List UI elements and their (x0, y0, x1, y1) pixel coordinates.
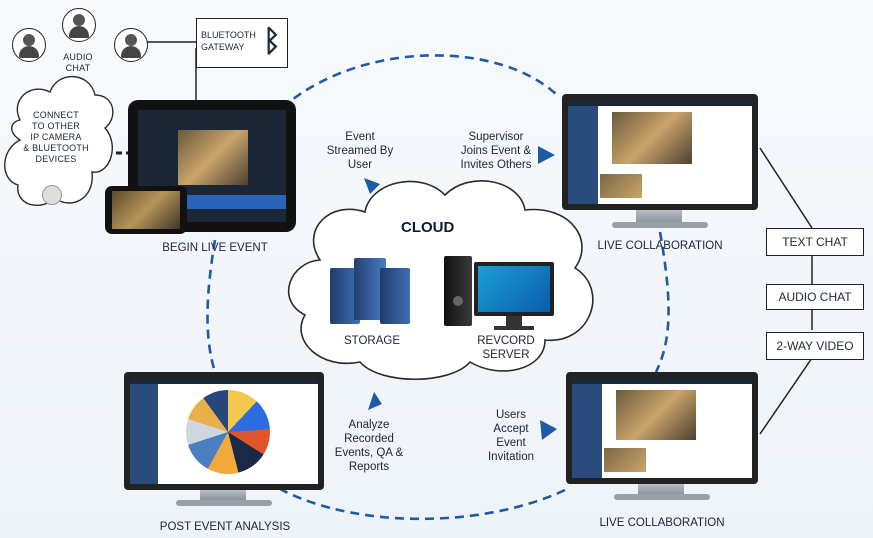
cloud-title: CLOUD (401, 219, 455, 236)
audio-chat-label: AUDIO CHAT (63, 52, 93, 73)
monitor-stand-left (200, 490, 246, 500)
arrow-supervisor (538, 146, 555, 164)
bluetooth-icon: ᛒ (263, 25, 281, 58)
storage-label: STORAGE (343, 335, 401, 347)
text-chat-label: TEXT CHAT (782, 235, 848, 249)
device-cloud (4, 75, 114, 206)
live-collab-top-label: LIVE COLLABORATION (597, 240, 723, 252)
server-monitor-icon (474, 262, 554, 316)
monitor-live-collab-bottom (566, 372, 758, 484)
phone-device (105, 186, 187, 234)
dashed-flow-right (654, 231, 670, 373)
dashed-flow-left (206, 239, 217, 373)
monitor-stand-top (636, 210, 682, 222)
person-avatar-center (62, 8, 96, 42)
monitor-stand-bottom (638, 484, 684, 494)
revcord-server-label: REVCORD SERVER (477, 335, 535, 361)
monitor-post-event (124, 372, 324, 490)
live-collab-bottom-label: LIVE COLLABORATION (599, 517, 725, 529)
users-accept-label: Users Accept Event Invitation (487, 409, 535, 463)
audio-chat-feature-label: AUDIO CHAT (778, 290, 852, 304)
supervisor-joins-label: Supervisor Joins Event & Invites Others (460, 131, 532, 171)
arrow-users (540, 420, 557, 440)
dashed-flow-bottom (264, 478, 566, 521)
begin-live-event-label: BEGIN LIVE EVENT (162, 242, 268, 254)
arrow-analyze (368, 392, 382, 410)
ip-camera-icon (42, 185, 62, 205)
monitor-live-collab-top (562, 94, 758, 210)
bluetooth-gateway-box: BLUETOOTH GATEWAY ᛒ (196, 18, 288, 68)
server-tower-icon (444, 256, 472, 326)
text-chat-box: TEXT CHAT (766, 228, 864, 256)
storage-icon (330, 258, 414, 328)
arrow-stream (364, 178, 380, 194)
audio-chat-box: AUDIO CHAT (766, 284, 864, 310)
bluetooth-gateway-label: BLUETOOTH GATEWAY (201, 30, 256, 52)
two-way-video-label: 2-WAY VIDEO (776, 339, 854, 353)
connect-devices-label: CONNECT TO OTHER IP CAMERA & BLUETOOTH D… (23, 110, 89, 164)
event-streamed-label: Event Streamed By User (326, 131, 394, 171)
person-avatar-right (114, 28, 148, 62)
monitor-screen (568, 100, 752, 204)
person-avatar-left (12, 28, 46, 62)
analyze-label: Analyze Recorded Events, QA & Reports (334, 419, 404, 473)
dashed-flow-loop (281, 54, 559, 109)
two-way-video-box: 2-WAY VIDEO (766, 332, 864, 360)
pie-chart-graphic (186, 390, 270, 474)
post-event-analysis-label: POST EVENT ANALYSIS (159, 521, 291, 533)
